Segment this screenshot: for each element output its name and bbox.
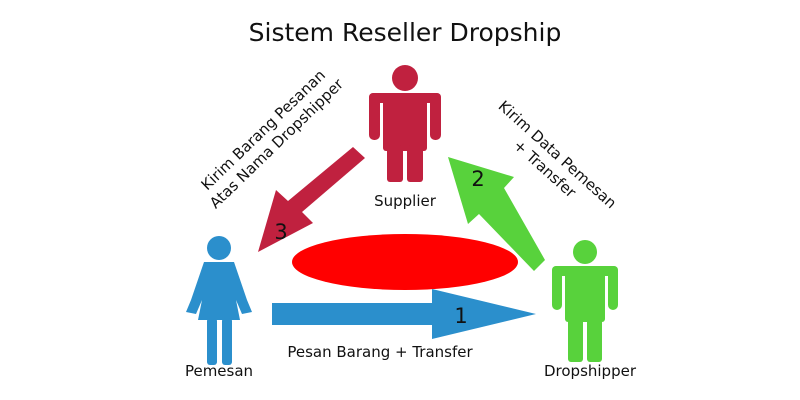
step2-arrow: 2: [448, 157, 545, 271]
diagram-title: Sistem Reseller Dropship: [249, 18, 562, 47]
pemesan-label: Pemesan: [185, 362, 253, 380]
step3-label-line1: Kirim Barang Pesanan: [198, 66, 329, 194]
supplier-person-icon: [369, 65, 441, 182]
step1-label: Pesan Barang + Transfer: [287, 343, 473, 361]
center-ellipse: [292, 234, 518, 290]
step1-arrow: 1: [272, 289, 536, 339]
supplier-label: Supplier: [374, 192, 437, 210]
step2-label-line1: Kirim Data Pemesan: [495, 97, 620, 212]
step2-number: 2: [471, 167, 484, 191]
step3-number: 3: [274, 220, 287, 244]
dropshipper-label: Dropshipper: [544, 362, 637, 380]
dropshipper-person-icon: [552, 240, 618, 362]
step1-number: 1: [454, 304, 467, 328]
pemesan-person-icon: [186, 236, 252, 365]
step3-arrow: 3: [258, 147, 365, 252]
